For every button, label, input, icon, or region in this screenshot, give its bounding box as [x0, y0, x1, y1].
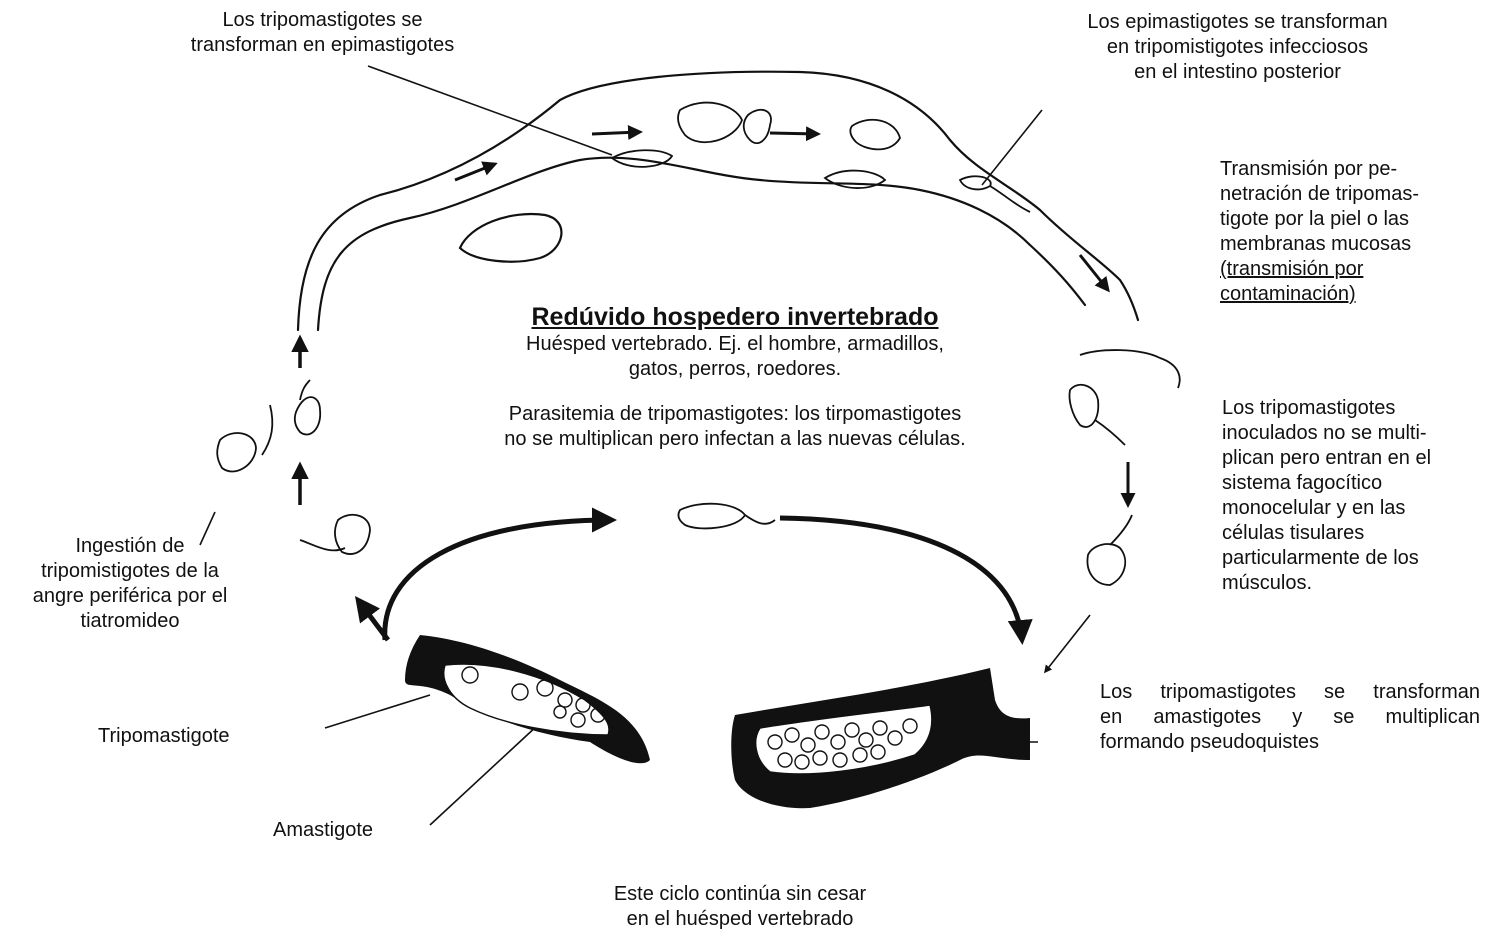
label-line: Transmisión por pe-	[1220, 157, 1490, 182]
label-line: tripomistigotes de la	[0, 559, 260, 584]
label-line: en amastigotes y se multiplican	[1100, 705, 1480, 730]
label-inoculated: Los tripomastigotes inoculados no se mul…	[1222, 396, 1492, 596]
big-curved-arrows	[385, 518, 1022, 640]
label-line: tiatromideo	[0, 609, 260, 634]
label-line-underlined: contaminación)	[1220, 282, 1490, 307]
label-line: Los epimastigotes se transforman	[1040, 10, 1435, 35]
center-block: Redúvido hospedero invertebrado Huésped …	[430, 302, 1040, 452]
label-line: Amastigote	[273, 818, 373, 843]
label-line: en tripomistigotes infecciosos	[1040, 35, 1435, 60]
spacer	[430, 382, 1040, 402]
label-line: inoculados no se multi-	[1222, 421, 1492, 446]
label-line: en el huésped vertebrado	[520, 907, 960, 932]
label-amastigote: Amastigote	[273, 818, 373, 843]
label-line: Parasitemia de tripomastigotes: los tirp…	[430, 402, 1040, 427]
label-tripomastigote: Tripomastigote	[98, 724, 230, 749]
label-line: netración de tripomas-	[1220, 182, 1490, 207]
gut-arrows	[455, 132, 1108, 290]
label-line-underlined: (transmisión por	[1220, 257, 1490, 282]
label-line: angre periférica por el	[0, 584, 260, 609]
label-bottom: Este ciclo continúa sin cesar en el hués…	[520, 882, 960, 932]
label-line: Tripomastigote	[98, 724, 230, 749]
label-line: Huésped vertebrado. Ej. el hombre, armad…	[430, 332, 1040, 357]
label-line: tigote por la piel o las	[1220, 207, 1490, 232]
label-ingestion: Ingestión de tripomistigotes de la angre…	[0, 534, 260, 634]
label-line: Este ciclo continúa sin cesar	[520, 882, 960, 907]
label-line: en el intestino posterior	[1040, 60, 1435, 85]
label-top-left: Los tripomastigotes se transforman en ep…	[150, 8, 495, 58]
label-pseudocysts: Los tripomastigotes se transforman en am…	[1100, 680, 1480, 755]
label-line: Ingestión de	[0, 534, 260, 559]
label-line: particularmente de los	[1222, 546, 1492, 571]
label-line: monocelular y en las	[1222, 496, 1492, 521]
label-line: Los tripomastigotes	[1222, 396, 1492, 421]
label-line: células tisulares	[1222, 521, 1492, 546]
left-stages	[217, 380, 370, 554]
label-line: sistema fagocítico	[1222, 471, 1492, 496]
label-transmission: Transmisión por pe- netración de tripoma…	[1220, 157, 1490, 307]
label-line: formando pseudoquistes	[1100, 730, 1480, 755]
label-line: músculos.	[1222, 571, 1492, 596]
label-line: gatos, perros, roedores.	[430, 357, 1040, 382]
label-top-right: Los epimastigotes se transforman en trip…	[1040, 10, 1435, 85]
label-line: plican pero entran en el	[1222, 446, 1492, 471]
label-line: membranas mucosas	[1220, 232, 1490, 257]
label-line: Los tripomastigotes se	[150, 8, 495, 33]
label-line: transforman en epimastigotes	[150, 33, 495, 58]
tissue-right	[731, 668, 1038, 808]
tissue-left	[405, 635, 650, 763]
label-line: Los tripomastigotes se transforman	[1100, 680, 1480, 705]
label-line: no se multiplican pero infectan a las nu…	[430, 427, 1040, 452]
center-title: Redúvido hospedero invertebrado	[430, 302, 1040, 332]
